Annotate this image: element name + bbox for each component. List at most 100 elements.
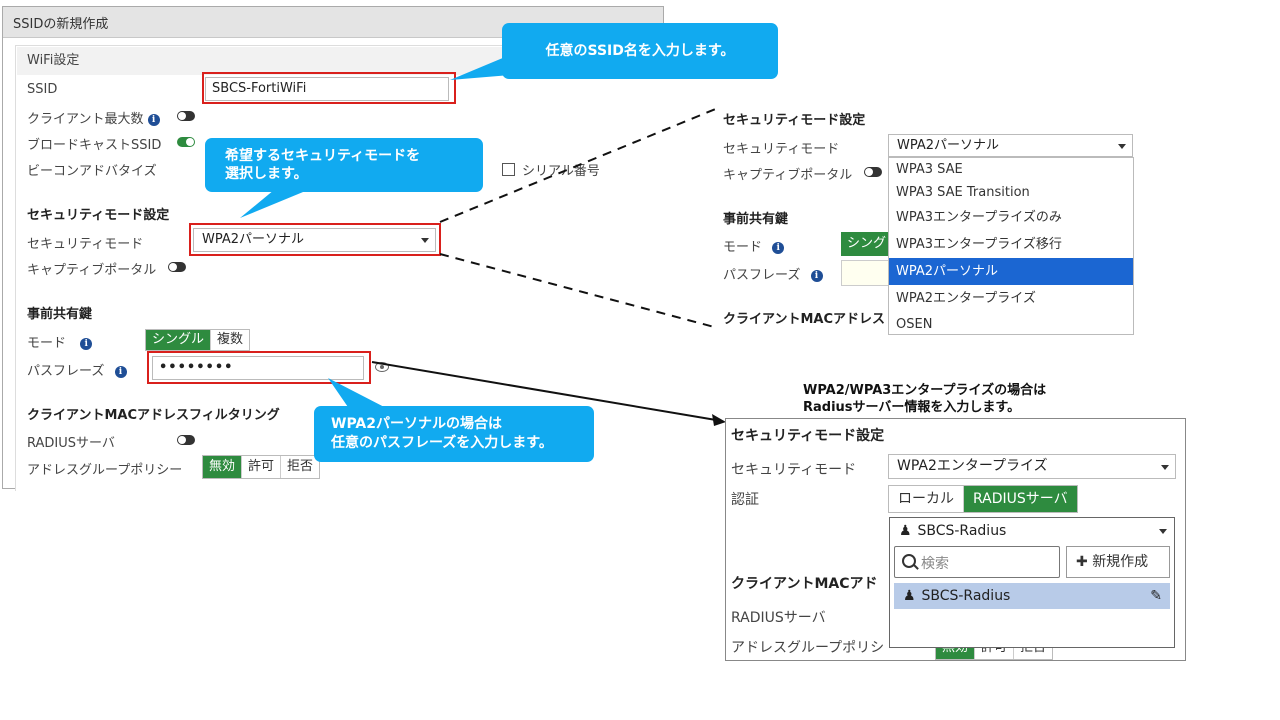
dd-passphrase-text: パスフレーズ bbox=[723, 268, 801, 283]
broadcast-label: ブロードキャストSSID bbox=[27, 138, 162, 153]
option-wpa3-sae[interactable]: WPA3 SAE bbox=[896, 162, 963, 177]
option-wpa2-personal[interactable]: WPA2パーソナル bbox=[889, 258, 1133, 285]
callout-pass-line1: WPA2パーソナルの場合は bbox=[331, 416, 502, 432]
radius-selected-value: SBCS-Radius bbox=[917, 523, 1007, 539]
callout-passphrase: WPA2パーソナルの場合は 任意のパスフレーズを入力します。 bbox=[314, 406, 594, 462]
search-icon bbox=[902, 554, 916, 568]
dd-passphrase-label: パスフレーズ i bbox=[723, 264, 823, 283]
chevron-down-icon bbox=[1159, 529, 1167, 534]
option-wpa2-enterprise[interactable]: WPA2エンタープライズ bbox=[896, 291, 1036, 306]
ent-auth-segmented: ローカル RADIUSサーバ bbox=[888, 485, 1078, 513]
ent-auth-radius[interactable]: RADIUSサーバ bbox=[964, 486, 1077, 512]
ent-mac-partial: クライアントMACアド bbox=[731, 576, 878, 592]
addr-policy-label: アドレスグループポリシー bbox=[27, 463, 183, 478]
info-icon: i bbox=[772, 241, 785, 254]
mode-single-option[interactable]: シングル bbox=[146, 330, 212, 350]
callout-ssid: 任意のSSID名を入力します。 bbox=[502, 23, 778, 79]
radius-selected[interactable]: ♟ SBCS-Radius bbox=[893, 521, 1171, 541]
security-mode-label: セキュリティモード bbox=[27, 237, 144, 252]
captive-label: キャプティブポータル bbox=[27, 263, 157, 278]
option-wpa3-sae-transition[interactable]: WPA3 SAE Transition bbox=[896, 185, 1030, 200]
option-osen[interactable]: OSEN bbox=[896, 317, 933, 332]
dd-mode-label: モード i bbox=[723, 236, 785, 255]
mac-section-title: クライアントMACアドレスフィルタリング bbox=[27, 408, 280, 423]
radius-list-item-label: SBCS-Radius bbox=[921, 588, 1011, 604]
search-placeholder: 検索 bbox=[921, 556, 949, 572]
mode-label: モード i bbox=[27, 332, 93, 351]
addr-policy-deny[interactable]: 拒否 bbox=[281, 456, 320, 478]
mode-multi-option[interactable]: 複数 bbox=[211, 330, 250, 350]
chevron-down-icon bbox=[1118, 143, 1126, 149]
security-mode-select[interactable]: WPA2パーソナル bbox=[193, 228, 436, 252]
addr-policy-allow[interactable]: 許可 bbox=[242, 456, 282, 478]
chevron-down-icon bbox=[421, 238, 429, 243]
dd-mac-partial: クライアントMACアドレス bbox=[723, 312, 886, 327]
info-icon: i bbox=[80, 337, 93, 350]
callout-security-line2: 選択します。 bbox=[225, 166, 308, 182]
radius-server-dropdown bbox=[889, 517, 1175, 648]
user-server-icon: ♟ bbox=[899, 523, 912, 539]
dd-captive-label: キャプティブポータル bbox=[723, 168, 853, 183]
callout-security: 希望するセキュリティモードを 選択します。 bbox=[205, 138, 483, 192]
broadcast-toggle[interactable] bbox=[177, 137, 195, 147]
plus-icon: ✚ bbox=[1076, 554, 1088, 570]
note-line1: WPA2/WPA3エンタープライズの場合は bbox=[803, 383, 1047, 398]
passphrase-text: パスフレーズ bbox=[27, 364, 105, 379]
ssid-label: SSID bbox=[27, 82, 58, 97]
new-button-label: 新規作成 bbox=[1092, 554, 1149, 570]
ent-auth-local[interactable]: ローカル bbox=[889, 486, 964, 512]
mode-text: モード bbox=[27, 336, 67, 351]
chevron-down-icon bbox=[1161, 464, 1169, 470]
dd-captive-toggle[interactable] bbox=[864, 167, 882, 177]
ent-security-mode-label: セキュリティモード bbox=[731, 462, 857, 478]
max-clients-text: クライアント最大数 bbox=[27, 112, 144, 127]
callout-pass-line2: 任意のパスフレーズを入力します。 bbox=[331, 435, 553, 451]
option-wpa3-enterprise-only[interactable]: WPA3エンタープライズのみ bbox=[896, 210, 1062, 225]
info-icon: i bbox=[810, 269, 823, 282]
dd-section-title: セキュリティモード設定 bbox=[723, 113, 866, 128]
callout-security-line1: 希望するセキュリティモードを bbox=[225, 148, 421, 164]
captive-toggle[interactable] bbox=[168, 262, 186, 272]
ent-addr-policy-partial: アドレスグループポリシ bbox=[731, 640, 885, 656]
security-section-title: セキュリティモード設定 bbox=[27, 208, 170, 223]
dd-psk-title: 事前共有鍵 bbox=[723, 212, 789, 227]
pencil-icon[interactable]: ✎ bbox=[1150, 588, 1162, 604]
radius-list-item[interactable]: ♟ SBCS-Radius ✎ bbox=[894, 583, 1170, 609]
addr-policy-disable[interactable]: 無効 bbox=[203, 456, 243, 478]
wifi-section-label: WiFi設定 bbox=[27, 53, 80, 68]
ent-security-mode-select[interactable]: WPA2エンタープライズ bbox=[888, 454, 1176, 479]
serial-label: シリアル番号 bbox=[522, 164, 600, 179]
security-mode-options-list: WPA3 SAE WPA3 SAE Transition WPA3エンタープライ… bbox=[888, 157, 1134, 335]
note-line2: Radiusサーバー情報を入力します。 bbox=[803, 400, 1021, 415]
user-server-icon: ♟ bbox=[903, 588, 916, 604]
serial-checkbox[interactable] bbox=[502, 163, 515, 176]
addr-policy-segmented: 無効 許可 拒否 bbox=[202, 455, 321, 479]
new-radius-button[interactable]: ✚ 新規作成 bbox=[1066, 546, 1170, 578]
mode-segmented: シングル 複数 bbox=[145, 329, 251, 351]
dd-security-mode-select[interactable]: WPA2パーソナル bbox=[888, 134, 1133, 157]
info-icon: i bbox=[114, 365, 127, 378]
ent-section-title: セキュリティモード設定 bbox=[731, 428, 885, 444]
radius-toggle[interactable] bbox=[177, 435, 195, 445]
dd-security-mode-value: WPA2パーソナル bbox=[897, 138, 1000, 153]
max-clients-label: クライアント最大数 i bbox=[27, 108, 160, 127]
max-clients-toggle[interactable] bbox=[177, 111, 195, 121]
passphrase-highlight bbox=[147, 351, 371, 384]
passphrase-input[interactable]: •••••••• bbox=[152, 356, 364, 380]
ssid-input[interactable]: SBCS-FortiWiFi bbox=[205, 77, 449, 101]
security-mode-highlight bbox=[189, 223, 441, 256]
radius-search-box[interactable]: 検索 bbox=[894, 546, 1060, 578]
security-mode-value: WPA2パーソナル bbox=[202, 232, 305, 247]
ent-auth-label: 認証 bbox=[731, 492, 759, 508]
ssid-highlight bbox=[202, 72, 456, 104]
radius-label: RADIUSサーバ bbox=[27, 436, 115, 451]
dd-mode-text: モード bbox=[723, 240, 763, 255]
option-wpa3-enterprise-transition[interactable]: WPA3エンタープライズ移行 bbox=[896, 237, 1062, 252]
eye-pupil-icon bbox=[380, 365, 384, 369]
ent-radius-label: RADIUSサーバ bbox=[731, 610, 826, 626]
dialog-title: SSIDの新規作成 bbox=[13, 17, 109, 32]
info-icon: i bbox=[147, 113, 160, 126]
enterprise-note: WPA2/WPA3エンタープライズの場合は Radiusサーバー情報を入力します… bbox=[803, 382, 1046, 416]
ent-security-mode-value: WPA2エンタープライズ bbox=[897, 458, 1048, 474]
arrow-head bbox=[712, 414, 726, 426]
